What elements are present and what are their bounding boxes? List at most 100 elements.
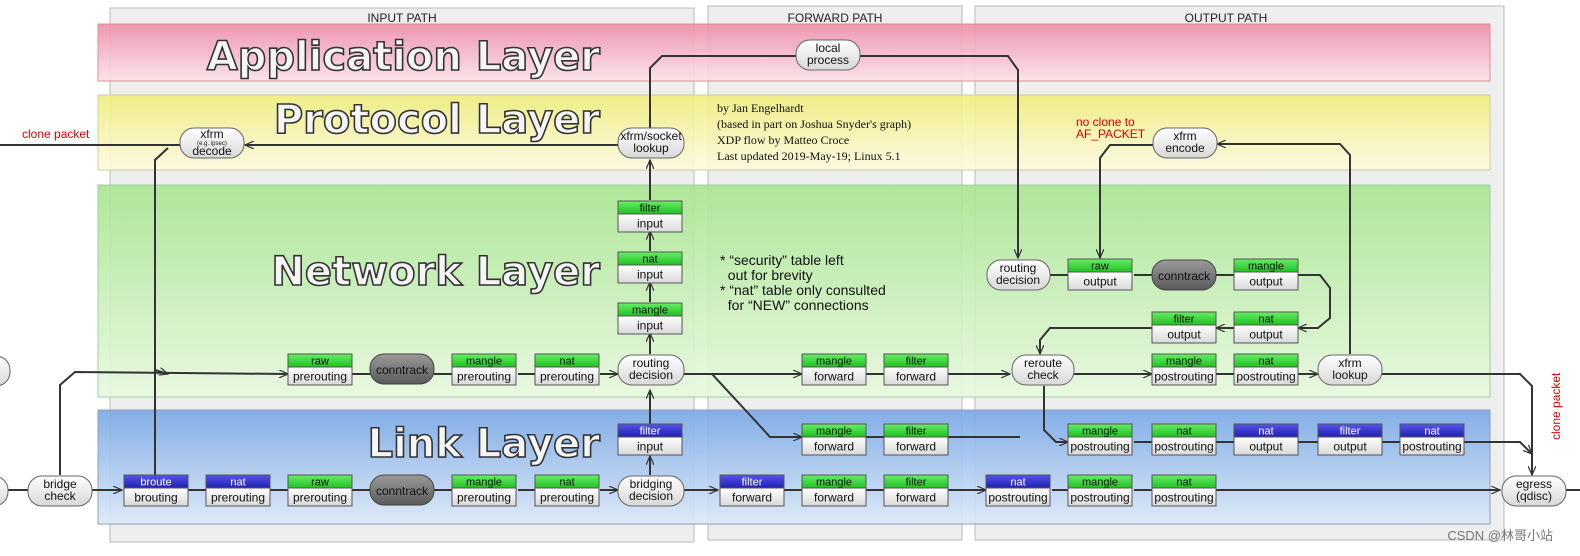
- mangle-forward-box-chain-label: forward: [814, 370, 854, 384]
- bridge-nat-prerouting-box-chain-body: [205, 487, 271, 507]
- svg-text:conntrack: conntrack: [1158, 269, 1211, 283]
- filter-output-box: filter output: [1151, 311, 1217, 344]
- svg-text:bridging: bridging: [630, 477, 673, 491]
- nat-input-box-table-label: nat: [642, 254, 657, 266]
- line-local-routing-out: [860, 55, 1018, 258]
- link2-mangle-forward-box-table-label: mangle: [816, 477, 852, 489]
- svg-text:lookup: lookup: [1332, 368, 1368, 382]
- bridge-filter-forward-box-chain-body: [719, 487, 785, 507]
- mangle-postrouting-box-table-label: mangle: [1166, 356, 1202, 368]
- watermark: CSDN @林哥小站: [1447, 528, 1553, 543]
- flow-lines: [0, 55, 1580, 490]
- link-mangle-postrouting-box: mangle postrouting: [1067, 423, 1133, 456]
- raw-output-box-table-label: raw: [1091, 261, 1109, 273]
- bridge-nat-output-box-table-label: nat: [1258, 426, 1273, 438]
- svg-text:process: process: [807, 53, 849, 67]
- svg-text:local: local: [816, 41, 841, 55]
- link-mangle-prerouting-box-chain-label: prerouting: [457, 491, 511, 505]
- link-nat-prerouting-box: nat prerouting: [534, 474, 600, 507]
- mangle-input-box-chain-body: [617, 315, 683, 335]
- link2-filter-forward-box: filter forward: [883, 474, 949, 507]
- credit-line-2: (based in part on Joshua Snyder's graph): [717, 117, 911, 131]
- link-mangle-forward-box-chain-body: [801, 436, 867, 456]
- xfrm-lookup-node: xfrm lookup: [1317, 354, 1383, 386]
- line-routing-link-forward: [711, 373, 802, 437]
- svg-text:decode: decode: [192, 144, 232, 158]
- link-filter-forward-box-chain-label: forward: [896, 440, 936, 454]
- bridge-filter-output-box-table-label: filter: [1340, 426, 1361, 438]
- line-reroute-down: [1043, 386, 1068, 442]
- link-mangle-postrouting-box-table-label: mangle: [1082, 426, 1118, 438]
- nat-input-box-chain-label: input: [637, 268, 664, 282]
- link-raw-prerouting-box-table-label: raw: [311, 477, 329, 489]
- link-nat-prerouting-box-chain-label: prerouting: [540, 491, 594, 505]
- mangle-output-box-chain-body: [1233, 271, 1299, 291]
- link2-filter-forward-box-chain-body: [883, 487, 949, 507]
- link-layer-title: Link Layer: [368, 421, 601, 467]
- bridge-filter-output-box-chain-body: [1317, 436, 1383, 456]
- svg-text:conntrack: conntrack: [376, 363, 429, 377]
- conntrack-nodes: conntrack conntrack conntrack: [369, 259, 1217, 506]
- chain-boxes: filterinputnatinputmangleinputrawprerout…: [123, 200, 1465, 507]
- filter-input-box-table-label: filter: [640, 203, 661, 215]
- nat-prerouting-box-table-label: nat: [559, 356, 574, 368]
- bridge-nat-output-box-chain-label: output: [1249, 440, 1283, 454]
- bridge-nat-prerouting-box-chain-label: prerouting: [211, 491, 265, 505]
- link-nat-prerouting-box-table-label: nat: [559, 477, 574, 489]
- bridge-nat-prerouting-box: nat prerouting: [205, 474, 271, 507]
- network-layer-title: Network Layer: [271, 249, 600, 295]
- bridge-nat-prerouting-box-table-label: nat: [230, 477, 245, 489]
- link-filter-forward-box-chain-body: [883, 436, 949, 456]
- mangle-prerouting-box-table-label: mangle: [466, 356, 502, 368]
- bridge-nat-postrouting-box-table-label: nat: [1424, 426, 1439, 438]
- svg-text:(e.g. ipsec): (e.g. ipsec): [197, 141, 227, 147]
- link2-mangle-postrouting-box-table-label: mangle: [1082, 477, 1118, 489]
- link2-mangle-postrouting-box-chain-body: [1067, 487, 1133, 507]
- nat-postrouting-box-chain-label: postrouting: [1236, 370, 1295, 384]
- application-layer-title: Application Layer: [207, 34, 601, 80]
- link-mangle-postrouting-box-chain-label: postrouting: [1070, 440, 1129, 454]
- bridge-filter-output-box-chain-label: output: [1333, 440, 1367, 454]
- conntrack-link: conntrack: [369, 474, 435, 506]
- link2-filter-forward-box-chain-label: forward: [896, 491, 936, 505]
- line-filter-reroute: [1040, 327, 1152, 354]
- mangle-output-box-table-label: mangle: [1248, 261, 1284, 273]
- credit-line-3: XDP flow by Matteo Croce: [717, 133, 849, 147]
- link-filter-forward-box-table-label: filter: [906, 426, 927, 438]
- bridge-filter-input-box-chain-body: [617, 436, 683, 456]
- bridge-filter-input-box-table-label: filter: [640, 426, 661, 438]
- nat-output-box-chain-body: [1233, 324, 1299, 344]
- filter-forward-box-chain-label: forward: [896, 370, 936, 384]
- filter-output-box-chain-label: output: [1167, 328, 1201, 342]
- link2-filter-forward-box-table-label: filter: [906, 477, 927, 489]
- broute-brouting-box-chain-label: brouting: [134, 491, 177, 505]
- raw-prerouting-box-chain-body: [287, 366, 353, 386]
- nat-prerouting-box-chain-label: prerouting: [540, 370, 594, 384]
- credits: by Jan Engelhardt (based in part on Josh…: [717, 101, 911, 163]
- nat-prerouting-box-chain-body: [534, 366, 600, 386]
- link-mangle-forward-box-chain-label: forward: [814, 440, 854, 454]
- mangle-prerouting-box-chain-body: [451, 366, 517, 386]
- bridge-nat-postrouting-box-2-chain-body: [985, 487, 1051, 507]
- svg-text:decision: decision: [629, 489, 673, 503]
- conntrack-output: conntrack: [1151, 259, 1217, 291]
- svg-text:decision: decision: [996, 273, 1040, 287]
- bridge-nat-postrouting-box-2-chain-label: postrouting: [988, 491, 1047, 505]
- input-path-label: INPUT PATH: [367, 11, 436, 25]
- protocol-layer-title: Protocol Layer: [274, 97, 600, 143]
- filter-output-box-table-label: filter: [1174, 314, 1195, 326]
- bridge-filter-forward-box-table-label: filter: [742, 477, 763, 489]
